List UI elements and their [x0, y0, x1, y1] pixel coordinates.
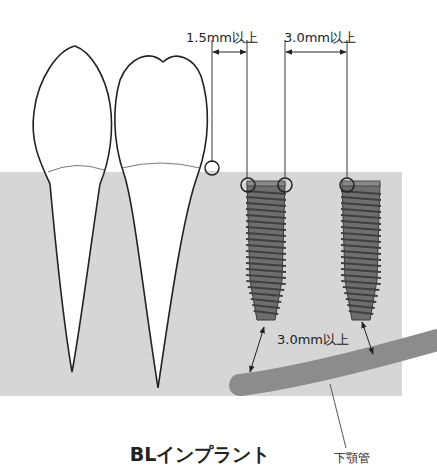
implant-thread: [246, 281, 286, 284]
implant-thread: [251, 299, 282, 302]
implant-thread: [341, 233, 381, 236]
implant-body: [342, 183, 380, 320]
dimension-label: 下顎管: [334, 452, 370, 465]
dimension-label: 3.0mm以上: [284, 31, 356, 45]
implant-thread: [343, 287, 380, 290]
implant: [246, 181, 286, 320]
implant-thread: [349, 311, 374, 314]
implant: [341, 181, 381, 320]
implant-thread: [341, 269, 381, 272]
implant-thread: [344, 293, 378, 296]
implant-thread: [341, 215, 381, 218]
implant-thread: [246, 251, 286, 254]
implant-thread: [246, 275, 286, 278]
implant-thread: [341, 263, 381, 266]
implant-thread: [246, 215, 286, 218]
implant-thread: [341, 251, 381, 254]
implant-thread: [246, 209, 286, 212]
implant-thread: [341, 209, 381, 212]
implant-thread: [341, 281, 381, 284]
implant-thread: [346, 299, 377, 302]
implant-thread: [341, 239, 381, 242]
implant-thread: [246, 221, 286, 224]
implant-thread: [248, 287, 285, 290]
cej-line: [48, 165, 104, 172]
canine-tooth: [33, 46, 111, 372]
implant-thread: [246, 197, 286, 200]
implant-thread: [246, 257, 286, 260]
implant-thread: [341, 275, 381, 278]
implant-body: [247, 183, 285, 320]
implant-thread: [246, 227, 286, 230]
implant-thread: [254, 311, 279, 314]
implant-thread: [246, 233, 286, 236]
implant-collar: [342, 181, 380, 186]
implant-thread: [246, 245, 286, 248]
dimension-lines: [213, 52, 373, 372]
leader-line: [330, 384, 346, 448]
marker-circles: [205, 161, 354, 192]
implant-thread: [246, 239, 286, 242]
implant-thread: [341, 197, 381, 200]
implant-thread: [341, 227, 381, 230]
implant-thread: [341, 245, 381, 248]
dimension-label: 3.0mm以上: [275, 332, 351, 348]
extension-lines: [212, 40, 347, 178]
implant-thread: [252, 305, 280, 308]
implant-thread: [347, 305, 375, 308]
cej-line: [122, 163, 200, 168]
implant-thread: [249, 293, 283, 296]
implant-thread: [246, 263, 286, 266]
dimension-label: 1.5mm以上: [186, 31, 258, 45]
premolar-tooth: [115, 56, 208, 388]
implant-thread: [341, 221, 381, 224]
implant-thread: [341, 203, 381, 206]
implant-thread: [246, 203, 286, 206]
implant-thread: [246, 269, 286, 272]
implant-thread: [341, 257, 381, 260]
caption: BLインプラント: [130, 444, 271, 465]
